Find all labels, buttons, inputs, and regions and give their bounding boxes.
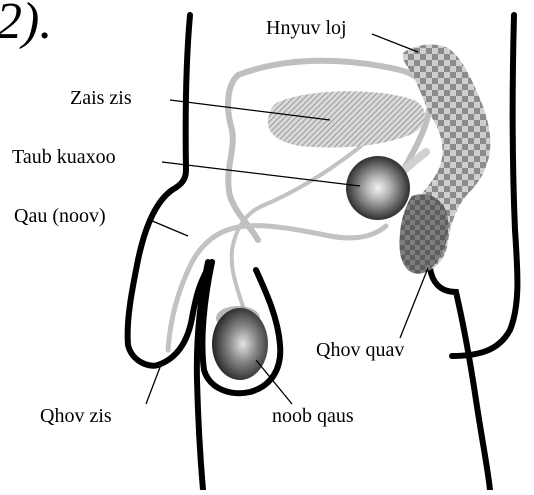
leader-qau-noov	[150, 220, 188, 236]
label-qhov-quav: Qhov quav	[316, 339, 404, 361]
peritoneum-outline	[228, 61, 430, 240]
leader-taub-kuaxoo	[162, 162, 360, 186]
label-qau-noov: Qau (noov)	[14, 205, 106, 227]
label-noob-qaus: noob qaus	[272, 405, 354, 427]
label-qhov-zis: Qhov zis	[40, 405, 112, 427]
label-hnyuv-loj: Hnyuv loj	[266, 17, 347, 39]
rectum-shape	[400, 194, 449, 273]
prostate-shape	[346, 156, 410, 220]
leader-noob-qaus	[256, 360, 292, 404]
figure-caption-fragment: 2).	[0, 0, 52, 50]
leader-hnyuv-loj	[372, 34, 418, 52]
thigh-back-outline	[430, 268, 490, 490]
label-zais-zis: Zais zis	[70, 87, 132, 109]
label-taub-kuaxoo: Taub kuaxoo	[12, 146, 116, 168]
bladder-shape	[268, 91, 425, 147]
body-outline-front	[128, 15, 190, 366]
testis-shape	[212, 308, 268, 380]
leader-qhov-quav	[400, 268, 428, 338]
